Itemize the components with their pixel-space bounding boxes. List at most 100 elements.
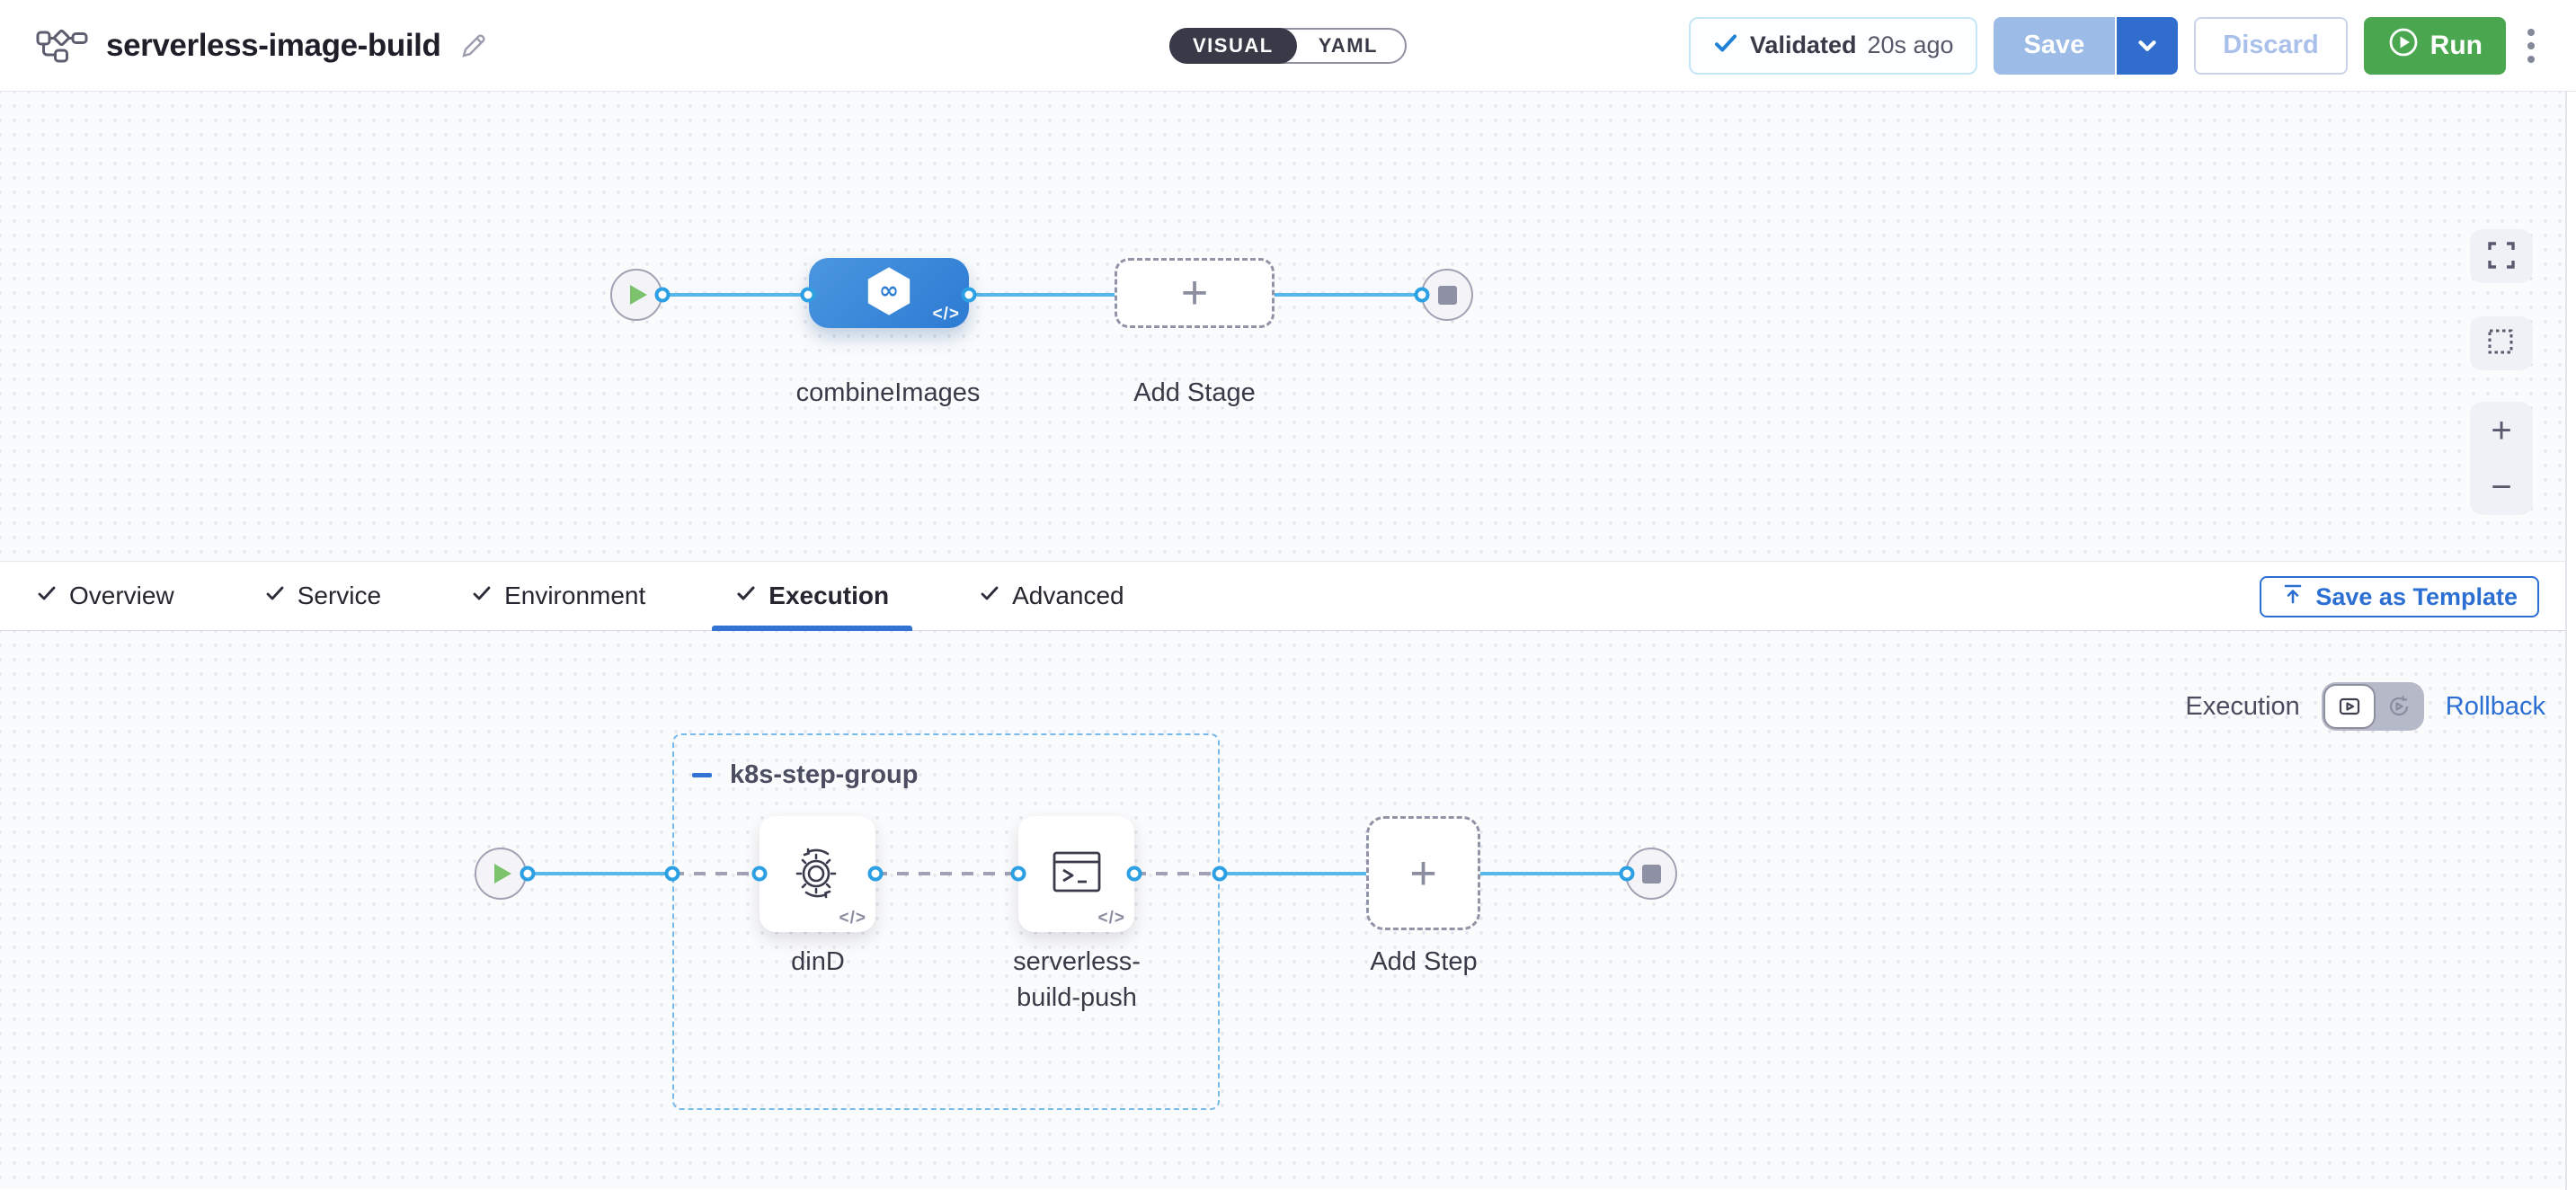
fullscreen-icon <box>2486 240 2517 273</box>
service-gear-sync-icon <box>788 842 848 906</box>
add-stage-button[interactable]: + <box>1115 258 1275 328</box>
connector-dot[interactable] <box>961 287 977 303</box>
terminal-run-icon <box>1049 846 1105 902</box>
execution-rollback-toggle[interactable] <box>2321 682 2424 731</box>
link-start-to-group <box>527 872 672 875</box>
connector-dot[interactable] <box>664 866 680 882</box>
step-label-dind: dinD <box>791 947 845 976</box>
step-group-name: k8s-step-group <box>730 760 919 789</box>
step-group-k8s[interactable] <box>672 733 1220 1110</box>
check-icon <box>735 582 757 610</box>
select-region-button[interactable] <box>2470 316 2533 370</box>
link-group-to-addstep <box>1220 872 1366 875</box>
step-node-serverless-build-push[interactable]: </> <box>1018 816 1134 932</box>
check-icon <box>471 582 493 610</box>
collapse-group-minus-icon[interactable] <box>690 764 714 787</box>
connector-dot[interactable] <box>654 287 671 303</box>
save-button[interactable]: Save <box>1993 16 2118 75</box>
step-label-serverless: serverless-build-push <box>1013 947 1141 1012</box>
vertical-scrollbar[interactable] <box>2565 92 2576 1190</box>
link-start-to-stage <box>636 293 809 297</box>
zoom-out-button[interactable]: − <box>2491 466 2512 507</box>
stage-node-combineimages[interactable]: ∞ </> <box>809 258 969 328</box>
add-step-label: Add Step <box>1370 947 1478 976</box>
save-split-button: Save <box>1993 16 2179 75</box>
code-badge[interactable]: </> <box>1097 909 1125 928</box>
connector-dot[interactable] <box>1414 287 1430 303</box>
validated-status: Validated <box>1749 31 1857 58</box>
toggle-yaml[interactable]: YAML <box>1318 33 1378 57</box>
plus-icon: + <box>1180 267 1209 319</box>
more-options-kebab-icon[interactable] <box>2522 23 2540 68</box>
run-label: Run <box>2429 30 2483 60</box>
connector-dot[interactable] <box>1212 866 1228 882</box>
edit-title-pencil-icon[interactable] <box>458 31 489 61</box>
link-sls-to-groupedge <box>1134 872 1220 875</box>
check-icon <box>979 582 1000 610</box>
save-as-template-button[interactable]: Save as Template <box>2260 576 2539 617</box>
canvas-controls: + − <box>2470 229 2533 515</box>
start-play-icon <box>494 864 511 884</box>
step-node-dind[interactable]: </> <box>759 816 875 932</box>
execution-start-node <box>475 848 527 900</box>
tab-overview[interactable]: Overview <box>13 562 198 630</box>
visual-yaml-toggle[interactable]: VISUAL YAML <box>1169 27 1407 64</box>
tab-environment[interactable]: Environment <box>448 562 669 630</box>
code-badge[interactable]: </> <box>839 909 866 928</box>
start-play-icon <box>630 285 647 305</box>
check-icon <box>264 582 286 610</box>
rollback-mode-icon[interactable] <box>2374 682 2424 731</box>
tab-advanced[interactable]: Advanced <box>955 562 1148 630</box>
page-title: serverless-image-build <box>106 27 441 63</box>
stage-tabs-bar: Overview Service Environment Execution A… <box>0 561 2576 631</box>
stop-square-icon <box>1437 285 1457 305</box>
ci-stage-hexagon-icon: ∞ <box>863 265 915 322</box>
code-badge[interactable]: </> <box>932 305 960 324</box>
connector-dot[interactable] <box>1126 866 1142 882</box>
add-stage-label: Add Stage <box>1133 378 1256 407</box>
tab-label: Execution <box>768 582 890 609</box>
execution-mode-icon[interactable] <box>2323 684 2376 729</box>
save-as-template-label: Save as Template <box>2315 582 2518 610</box>
run-button[interactable]: Run <box>2363 16 2506 75</box>
connector-dot[interactable] <box>751 866 768 882</box>
connector-dot[interactable] <box>867 866 884 882</box>
check-icon <box>36 582 58 610</box>
tab-label: Overview <box>69 582 174 609</box>
check-icon <box>1712 30 1739 61</box>
connector-dot[interactable] <box>520 866 536 882</box>
validated-time: 20s ago <box>1867 31 1954 58</box>
save-options-caret[interactable] <box>2117 16 2179 75</box>
tab-label: Environment <box>504 582 646 609</box>
link-addstage-to-end <box>1275 293 1422 297</box>
tab-execution[interactable]: Execution <box>712 562 912 631</box>
toggle-visual[interactable]: VISUAL <box>1169 27 1297 64</box>
connector-dot[interactable] <box>1619 866 1635 882</box>
tab-label: Advanced <box>1012 582 1124 609</box>
template-upload-icon <box>2281 582 2305 612</box>
tab-service[interactable]: Service <box>241 562 404 630</box>
discard-button[interactable]: Discard <box>2194 16 2348 75</box>
pipeline-header: serverless-image-build VISUAL YAML Valid… <box>0 0 2576 92</box>
plus-icon: + <box>1409 847 1437 900</box>
connector-dot[interactable] <box>1010 866 1026 882</box>
zoom-in-button[interactable]: + <box>2491 410 2512 450</box>
link-group-to-dind <box>672 872 759 875</box>
execution-view-label: Execution <box>2185 691 2300 721</box>
zoom-controls: + − <box>2470 402 2533 515</box>
validated-badge[interactable]: Validated 20s ago <box>1688 16 1977 75</box>
stage-label: combineImages <box>795 378 981 407</box>
execution-canvas[interactable]: Execution Rollback k8s-step-g <box>0 631 2576 1189</box>
link-stage-to-addstage <box>967 293 1115 297</box>
add-step-button[interactable]: + <box>1366 816 1480 930</box>
link-dind-to-sls <box>875 872 1018 875</box>
tab-label: Service <box>297 582 382 609</box>
rollback-link[interactable]: Rollback <box>2445 691 2545 721</box>
stop-square-icon <box>1641 864 1661 884</box>
fullscreen-button[interactable] <box>2470 229 2533 283</box>
link-addstep-to-end <box>1480 872 1627 875</box>
pipeline-graph-icon <box>36 22 88 68</box>
stage-canvas[interactable]: ∞ </> + combineImages Add Stage <box>0 92 2576 561</box>
marquee-selection-icon <box>2485 326 2518 361</box>
connector-dot[interactable] <box>800 287 816 303</box>
